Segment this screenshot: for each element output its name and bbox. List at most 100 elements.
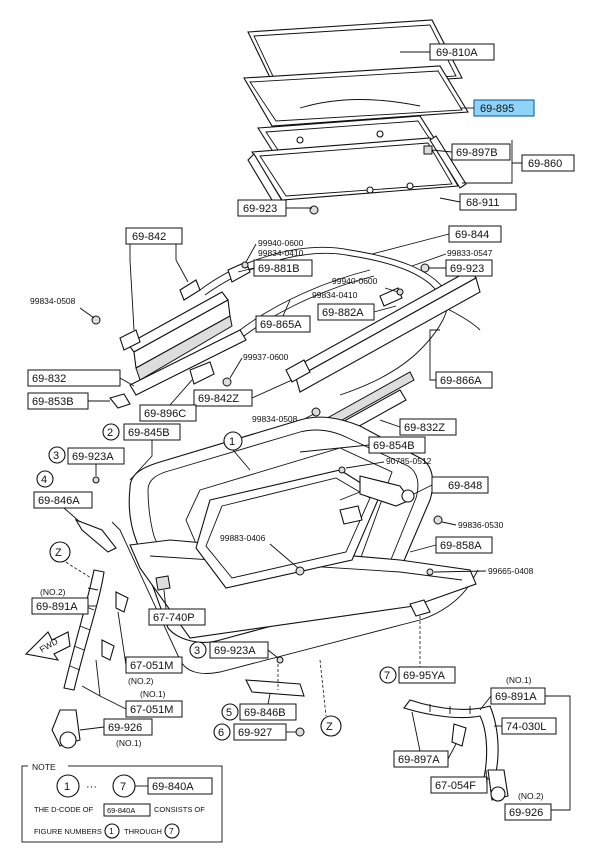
tag-no1-b: (NO.1) (116, 738, 142, 748)
figure-number-3b (189, 641, 207, 659)
tag-no2-b: (NO.2) (128, 676, 154, 686)
label-69-854b[interactable]: 69-854B (373, 440, 415, 452)
label-69-882a[interactable]: 69-882A (322, 307, 364, 319)
note-line2-a: FIGURE NUMBERS (34, 827, 102, 836)
label-69-860[interactable]: 69-860 (528, 158, 562, 170)
label-69-923-a[interactable]: 69-923 (243, 203, 277, 215)
label-69-842[interactable]: 69-842 (132, 231, 166, 243)
label-69-840a[interactable]: 69-840A (152, 781, 194, 793)
label-69-842-box[interactable] (125, 227, 183, 245)
weatherstrip (247, 135, 467, 211)
code-99834-0410-a: 99834-0410 (258, 248, 304, 258)
label-69-846a-box[interactable] (33, 491, 93, 509)
label-69-926-a[interactable]: 69-926 (108, 722, 142, 734)
note-circle-1 (56, 774, 80, 798)
screws-upper (91, 205, 430, 417)
label-69-927[interactable]: 69-927 (238, 727, 272, 739)
label-69-95ya[interactable]: 69-95YA (403, 670, 446, 682)
figure-z-circle (49, 541, 71, 563)
figure-z2-text: Z (326, 721, 333, 733)
label-69-865a[interactable]: 69-865A (260, 319, 302, 331)
label-68-911[interactable]: 68-911 (466, 197, 499, 209)
panel-seal (243, 65, 469, 127)
label-69-923a-d[interactable]: 69-923A (214, 645, 256, 657)
figure-number-7-text: 7 (384, 670, 390, 682)
label-69-842z[interactable]: 69-842Z (198, 393, 239, 405)
nozzle-right-end (490, 786, 506, 802)
note-inline-circle-7 (164, 823, 180, 839)
motor-assembly (339, 475, 415, 525)
note-circle-7-text: 7 (120, 781, 126, 793)
label-69-866a[interactable]: 69-866A (440, 375, 482, 387)
clip-051m-a (115, 591, 129, 613)
label-69-896c-box[interactable] (139, 404, 197, 422)
label-69-846b[interactable]: 69-846B (244, 707, 286, 719)
label-69-881b[interactable]: 69-881B (258, 263, 300, 275)
label-69-840a-box[interactable] (147, 777, 213, 795)
label-69-95ya-box[interactable] (398, 666, 456, 684)
tag-no1-c: (NO.1) (506, 675, 532, 685)
figure-number-2 (102, 423, 120, 441)
label-67-740p[interactable]: 67-740P (153, 612, 195, 624)
figure-number-1-text: 1 (229, 436, 235, 448)
label-69-897b[interactable]: 69-897B (456, 147, 498, 159)
label-69-923a-c[interactable]: 69-923A (72, 451, 114, 463)
label-74-030l[interactable]: 74-030L (506, 721, 546, 733)
tag-no2-c: (NO.2) (518, 791, 544, 801)
code-99937-0600: 99937-0600 (243, 352, 289, 362)
label-67-051m-a[interactable]: 67-051M (130, 660, 173, 672)
label-69-844[interactable]: 69-844 (455, 229, 489, 241)
note-inline-circle-1 (104, 823, 120, 839)
label-69-926-b-box[interactable] (504, 803, 552, 821)
guide-rail-left (127, 291, 247, 396)
code-99940-0600-b: 99940-0600 (332, 276, 378, 286)
label-69-832z[interactable]: 69-832Z (404, 422, 445, 434)
figure-number-4-text: 4 (41, 474, 47, 486)
label-69-845b[interactable]: 69-845B (128, 427, 170, 439)
label-67-740p-box[interactable] (148, 608, 206, 626)
screw-0530 (433, 515, 443, 525)
screw-0408 (426, 568, 434, 576)
label-67-054f[interactable]: 67-054F (435, 780, 476, 792)
label-69-853b[interactable]: 69-853B (32, 396, 74, 408)
label-69-895[interactable]: 69-895 (480, 103, 514, 115)
clip-897b (423, 145, 433, 155)
code-99883-0406: 99883-0406 (220, 533, 266, 543)
figure-number-7 (379, 666, 397, 684)
label-69-923-b[interactable]: 69-923 (450, 263, 484, 275)
note-inline-7-text: 7 (169, 826, 174, 836)
figure-number-4 (36, 470, 54, 488)
figure-number-6 (213, 723, 231, 741)
label-69-810a[interactable]: 69-810A (436, 47, 478, 59)
label-69-846a[interactable]: 69-846A (38, 495, 80, 507)
label-69-926-b[interactable]: 69-926 (509, 807, 543, 819)
figure-number-6-text: 6 (218, 727, 224, 739)
figure-number-3b-text: 3 (194, 645, 200, 657)
figure-number-5-text: 5 (226, 707, 232, 719)
label-67-051m-b[interactable]: 67-051M (130, 704, 173, 716)
figure-number-2-text: 2 (107, 427, 113, 439)
label-69-848[interactable]: 69-848 (448, 480, 482, 492)
clip-853b (109, 393, 131, 409)
label-69-858a[interactable]: 69-858A (440, 540, 482, 552)
label-69-896c[interactable]: 69-896C (144, 408, 186, 420)
label-69-891a-b[interactable]: 69-891A (495, 691, 537, 703)
clip-95ya (409, 599, 431, 617)
code-99836-0530: 99836-0530 (458, 520, 504, 530)
code-99665-0408: 99665-0408 (488, 566, 534, 576)
note-dots: ··· (86, 781, 97, 793)
screw-0512 (338, 466, 346, 474)
label-69-891a-a[interactable]: 69-891A (36, 601, 78, 613)
tag-no2-a: (NO.2) (40, 587, 66, 597)
nozzle-left-end (59, 731, 77, 749)
label-69-897a[interactable]: 69-897A (398, 754, 440, 766)
screw-923a (92, 476, 100, 484)
note-code: 69-840A (107, 806, 135, 815)
note-line1-b: CONSISTS OF (154, 805, 205, 814)
code-99834-0508-b: 99834-0508 (252, 414, 298, 424)
figure-number-3 (48, 446, 66, 464)
grommet-740p (155, 575, 171, 591)
label-69-832[interactable]: 69-832 (32, 373, 66, 385)
drain-hose-left (63, 569, 105, 691)
